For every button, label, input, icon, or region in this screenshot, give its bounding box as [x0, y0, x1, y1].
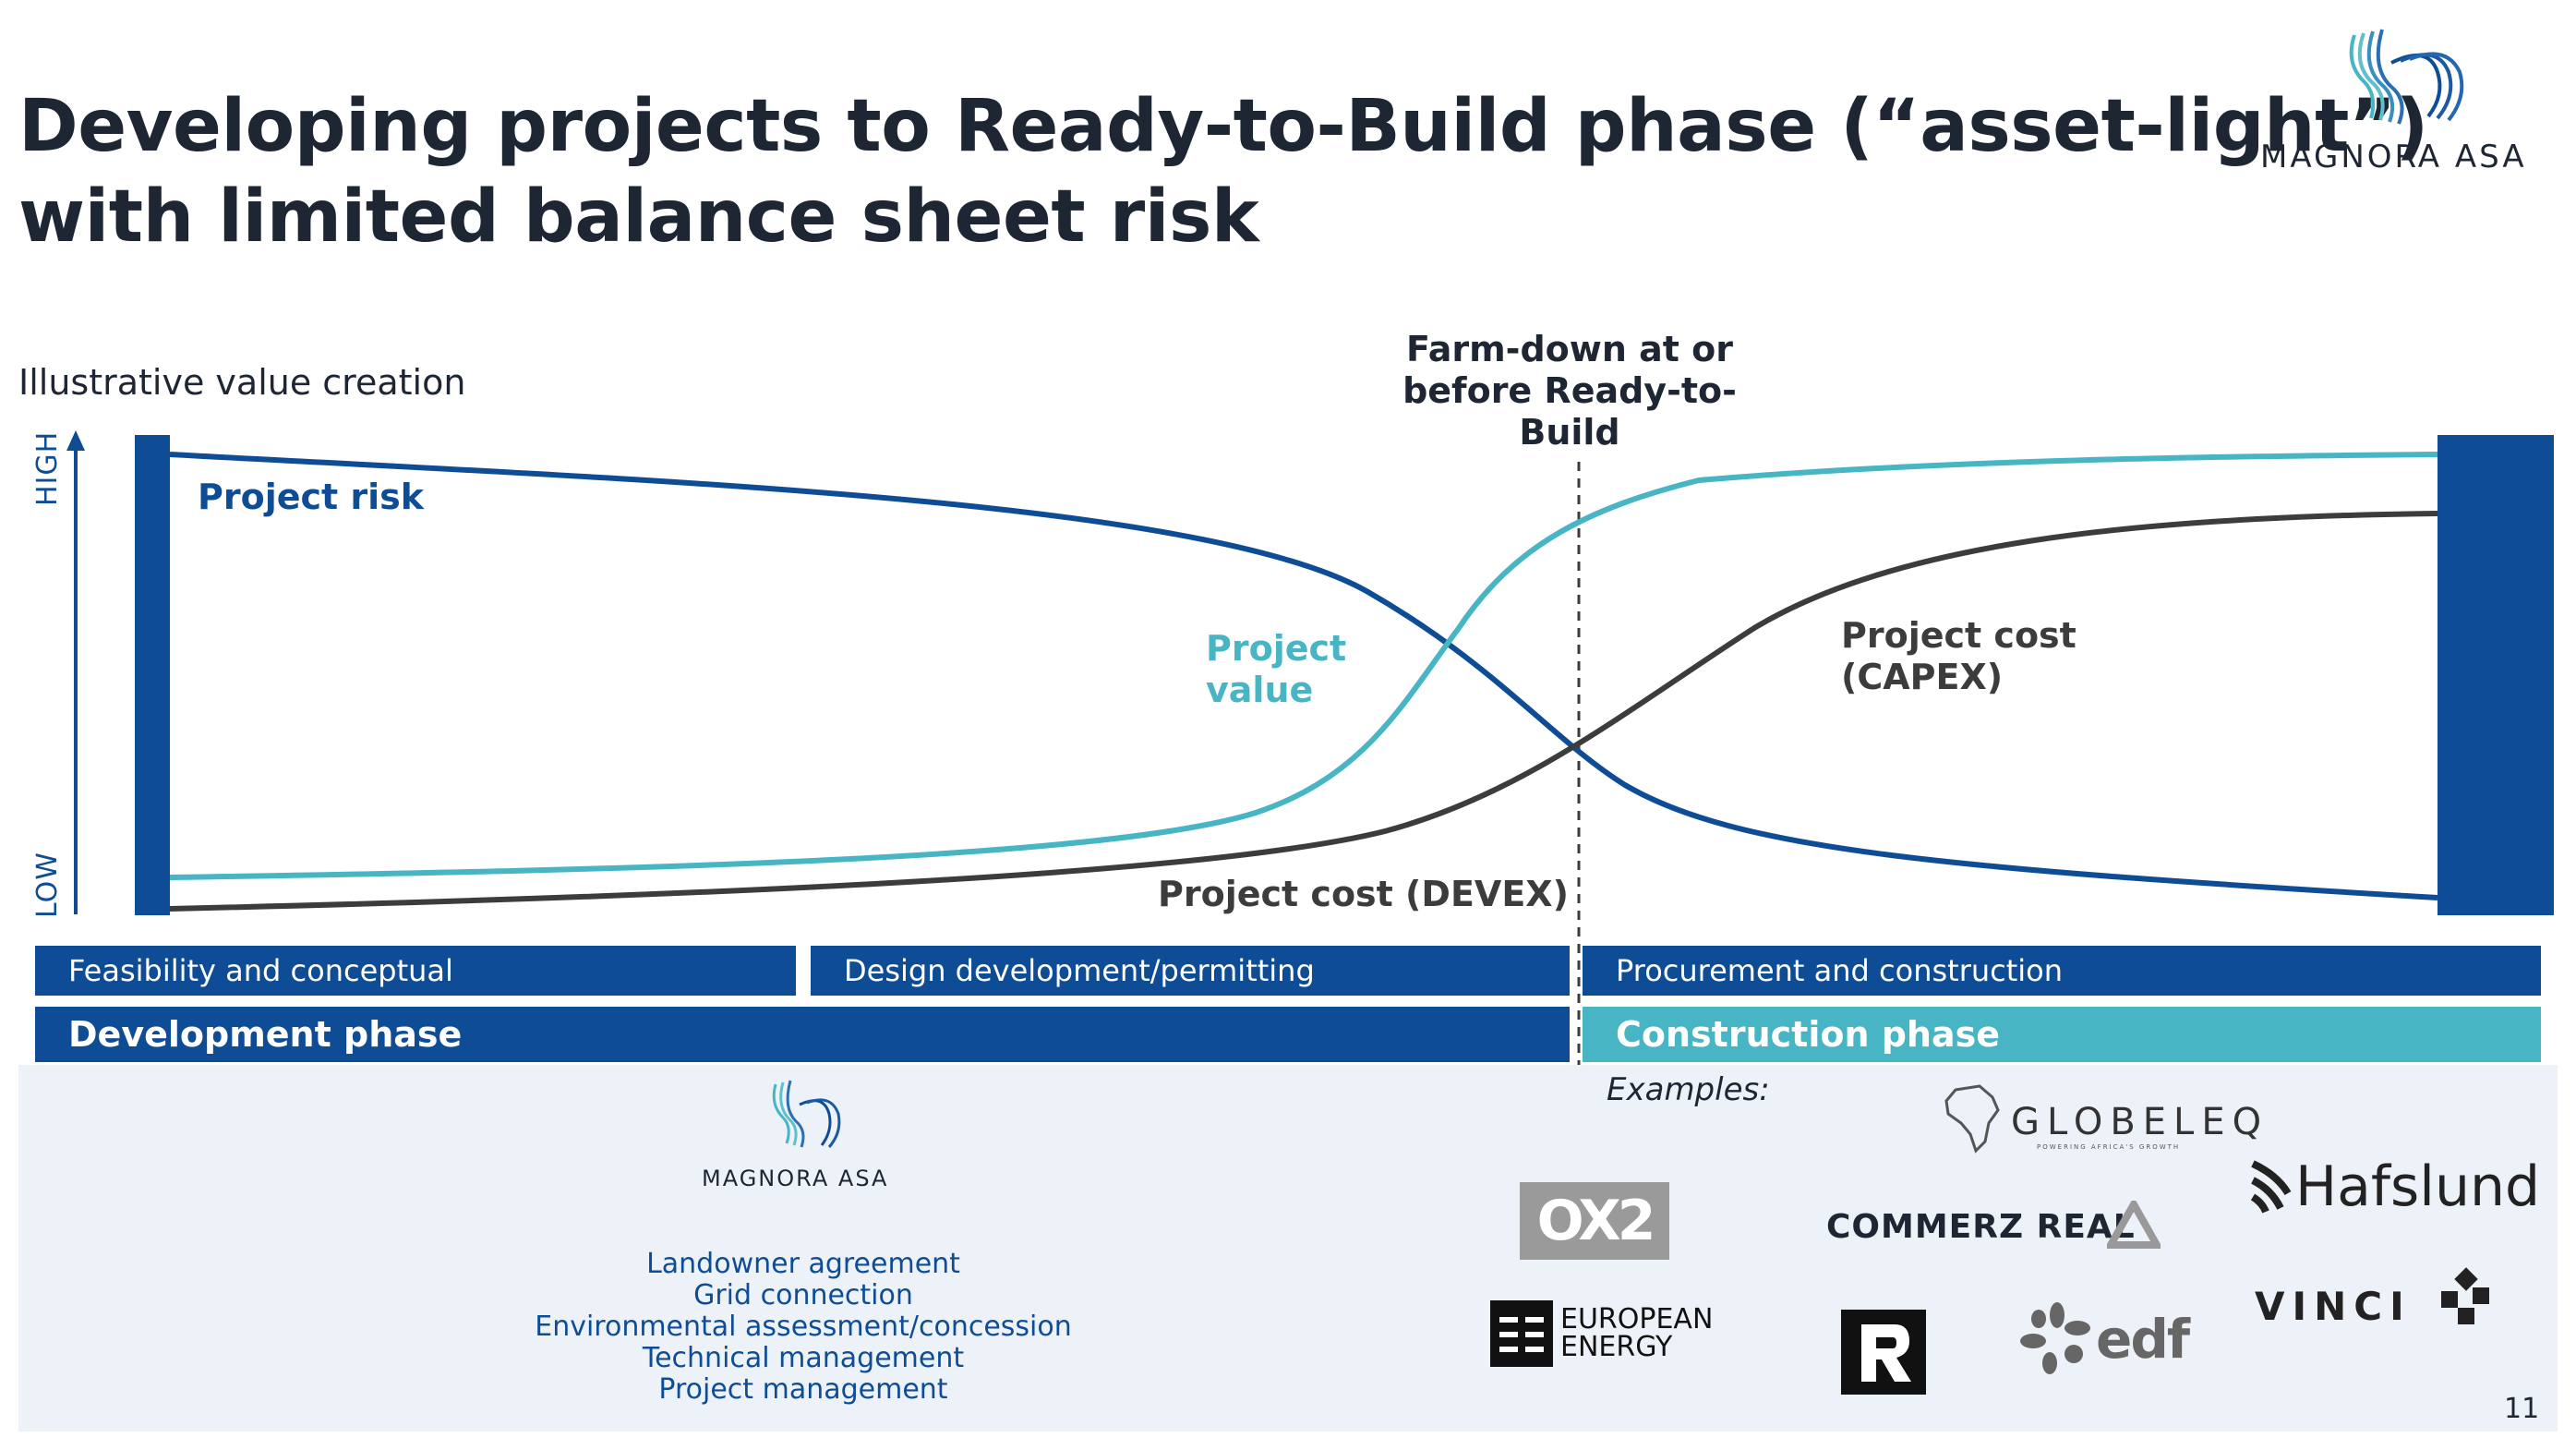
axis-low-label: LOW [31, 852, 64, 918]
farm-down-line-2: before Ready-to-Build [1402, 370, 1737, 453]
page-title-line-1: Developing projects to Ready-to-Build ph… [18, 85, 2428, 168]
list-item: Landowner agreement [646, 1248, 960, 1280]
european-energy-mark-icon [1490, 1300, 1553, 1367]
globeleq-logo-text: GLOBELEQ [2011, 1101, 2269, 1143]
commerz-ribbon-icon [2107, 1201, 2161, 1249]
edf-flower-icon [2020, 1302, 2090, 1374]
list-item: Grid connection [693, 1279, 913, 1311]
y-axis-arrowhead [66, 430, 85, 451]
magnora-logo-icon [2349, 29, 2464, 125]
project-risk-label: Project risk [198, 477, 425, 517]
project-cost-devex-label: Project cost (DEVEX) [1158, 874, 1569, 914]
axis-high-label: HIGH [31, 430, 64, 506]
ox2-logo-text: OX2 [1536, 1189, 1656, 1253]
farm-down-label: Farm-down at or before Ready-to-Build [1366, 329, 1773, 453]
european-energy-line-1: EUROPEAN [1560, 1303, 1714, 1335]
phase-development: Development phase [35, 1007, 1570, 1062]
project-cost-curve [169, 511, 2438, 912]
farm-down-line-1: Farm-down at or [1405, 329, 1734, 369]
stage-design: Design development/permitting [811, 946, 1570, 996]
vinci-mark-icon [2441, 1267, 2489, 1324]
vinci-logo-text: VINCI [2255, 1284, 2412, 1329]
globeleq-tagline: POWERING AFRICA'S GROWTH [2037, 1143, 2181, 1151]
page-number: 11 [2504, 1393, 2540, 1425]
r-letter-icon [1861, 1324, 1911, 1382]
page-title-line-2: with limited balance sheet risk [18, 175, 1259, 259]
stage-procurement: Procurement and construction [1583, 946, 2541, 996]
magnora-logo-text: MAGNORA ASA [2260, 139, 2527, 175]
hafslund-logo-text: Hafslund [2295, 1154, 2541, 1219]
project-value-label-line-1: Project [1206, 628, 1347, 669]
edf-logo-text: edf [2096, 1308, 2190, 1371]
examples-label: Examples: [1607, 1071, 1770, 1108]
project-value-curve [169, 452, 2438, 880]
project-cost-capex-label: Project cost (CAPEX) [1841, 615, 2076, 698]
magnora-small-logo-text: MAGNORA ASA [702, 1166, 889, 1191]
project-value-label-line-2: value [1206, 670, 1314, 710]
end-bar [2438, 435, 2554, 915]
capex-label-line-2: (CAPEX) [1841, 657, 2004, 697]
list-item: Project management [658, 1373, 948, 1406]
page-title: Developing projects to Ready-to-Build ph… [18, 81, 2428, 262]
project-value-label: Project value [1206, 628, 1346, 711]
start-bar [135, 435, 170, 915]
european-energy-line-2: ENERGY [1560, 1331, 1673, 1363]
chart-subtitle: Illustrative value creation [18, 362, 466, 403]
project-risk-curve [169, 452, 2438, 900]
european-energy-logo-text: EUROPEAN ENERGY [1560, 1306, 1713, 1361]
ox2-logo-box: OX2 [1520, 1182, 1669, 1260]
africa-map-icon [1944, 1084, 2000, 1154]
stage-feasibility: Feasibility and conceptual [35, 946, 796, 996]
development-activities-list: Landowner agreement Grid connection Envi… [517, 1249, 1089, 1406]
phase-construction: Construction phase [1583, 1007, 2541, 1062]
capex-label-line-1: Project cost [1841, 615, 2076, 656]
magnora-small-logo-icon [772, 1080, 841, 1148]
list-item: Environmental assessment/concession [535, 1311, 1072, 1343]
list-item: Technical management [642, 1342, 965, 1374]
r-mark-icon [1841, 1310, 1926, 1395]
hafslund-mark-icon [2250, 1160, 2292, 1214]
commerz-real-logo-text: COMMERZ REAL [1826, 1208, 2136, 1246]
